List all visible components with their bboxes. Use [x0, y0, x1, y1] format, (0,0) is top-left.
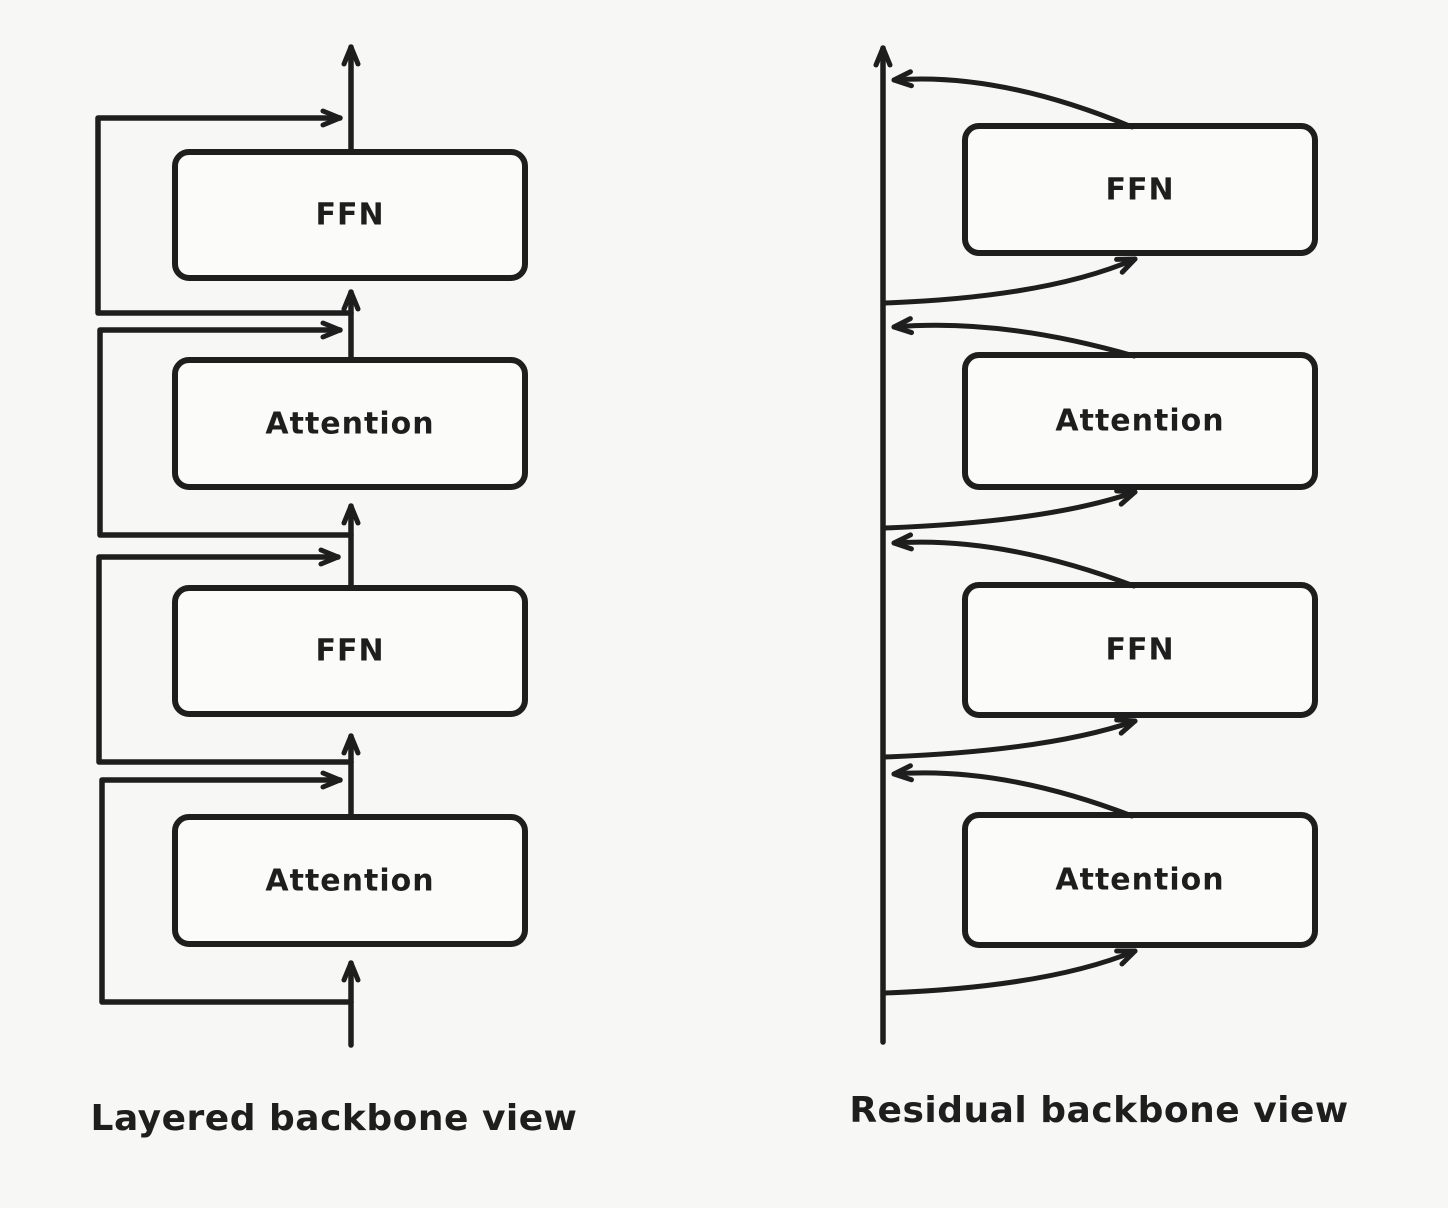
stream-write-arrow	[891, 316, 1137, 359]
stream-write-arrow	[891, 69, 1135, 130]
skip-connection-arrow	[95, 108, 354, 316]
box-label: FFN	[315, 198, 384, 233]
stream-read-arrow	[882, 948, 1138, 996]
layered-backbone-view: FFN Attention FFN Attention Layered back…	[91, 44, 578, 1139]
box-label: Attention	[1055, 863, 1224, 898]
stream-write-arrow	[891, 763, 1135, 819]
box-label: FFN	[315, 634, 384, 669]
ffn-box	[172, 149, 528, 281]
ffn-box	[962, 123, 1318, 256]
residual-backbone-view: FFN Attention FFN Attention Residual bac…	[849, 45, 1348, 1131]
attention-box	[962, 812, 1318, 948]
stream-read-arrow	[882, 717, 1138, 760]
skip-connection-arrow	[97, 320, 354, 538]
attention-box	[962, 352, 1318, 490]
ffn-box	[172, 585, 528, 717]
stream-read-arrow	[882, 488, 1138, 531]
stream-read-arrow	[882, 256, 1138, 306]
caption: Residual backbone view	[849, 1090, 1348, 1131]
skip-connection-arrow	[96, 547, 354, 765]
box-label: Attention	[265, 407, 434, 442]
caption: Layered backbone view	[91, 1098, 578, 1139]
box-label: Attention	[265, 864, 434, 899]
stream-write-arrow	[891, 532, 1137, 589]
attention-box	[172, 814, 528, 947]
box-label: FFN	[1105, 173, 1174, 208]
skip-connection-arrow	[99, 770, 354, 1005]
ffn-box	[962, 582, 1318, 718]
box-label: Attention	[1055, 404, 1224, 439]
box-label: FFN	[1105, 633, 1174, 668]
attention-box	[172, 357, 528, 490]
